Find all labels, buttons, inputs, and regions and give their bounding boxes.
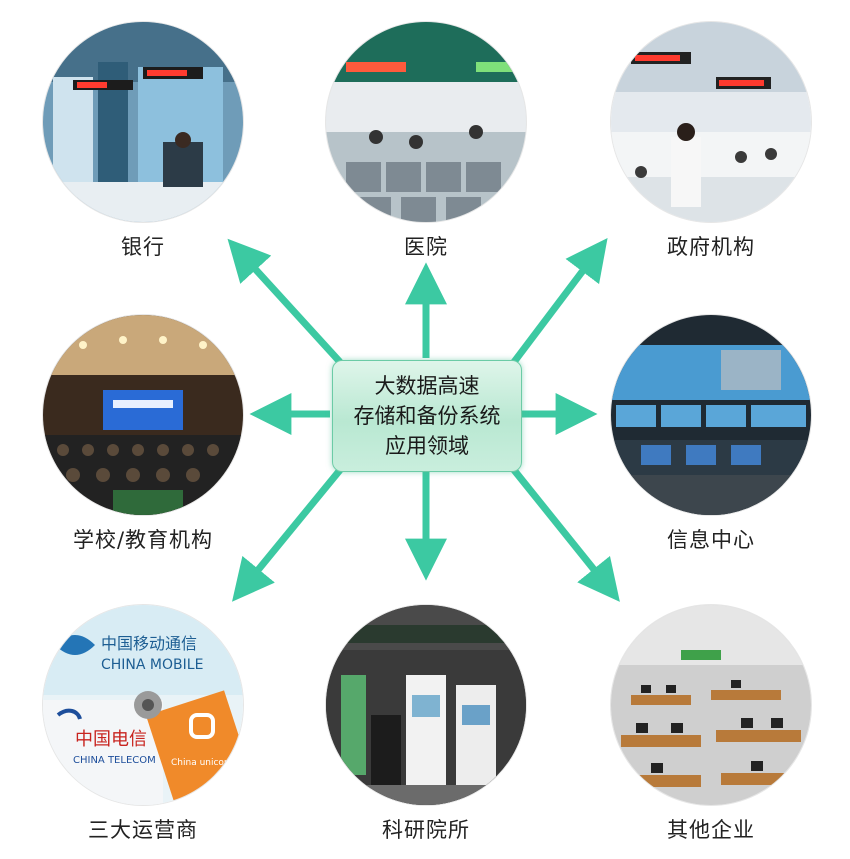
node-label-government: 政府机构 <box>667 235 755 259</box>
center-line-3: 应用领域 <box>385 434 469 458</box>
telecom-logos-photo: 中国移动通信 CHINA MOBILE 中国电信 CHINA TELECOM C… <box>43 605 243 805</box>
node-info-center: 信息中心 <box>611 315 811 554</box>
arrow-to-enterprise <box>511 467 620 602</box>
arrow-to-bank <box>227 238 343 365</box>
node-hospital: 医院 <box>326 22 526 261</box>
node-label-info-center: 信息中心 <box>667 528 755 552</box>
center-line-2: 存储和备份系统 <box>353 404 501 428</box>
center-box: 大数据高速 存储和备份系统 应用领域 <box>332 360 522 472</box>
node-enterprise: 其他企业 <box>611 605 811 844</box>
node-school: 学校/教育机构 <box>43 315 243 554</box>
node-label-school: 学校/教育机构 <box>72 528 214 552</box>
node-label-bank: 银行 <box>121 235 165 259</box>
hospital-hall-photo <box>326 22 526 222</box>
arrow-to-telecom <box>232 467 343 602</box>
node-research: 科研院所 <box>326 605 526 844</box>
node-label-enterprise: 其他企业 <box>667 818 755 842</box>
node-bank: 银行 <box>43 22 243 261</box>
open-office-photo <box>611 605 811 805</box>
node-telecom: 中国移动通信 CHINA MOBILE 中国电信 CHINA TELECOM C… <box>43 605 243 844</box>
arrow-to-government <box>511 237 608 365</box>
telecom-logo-text: 中国电信 <box>75 729 147 750</box>
government-service-hall-photo <box>611 22 811 222</box>
bank-counter-photo <box>43 22 243 222</box>
node-label-research: 科研院所 <box>382 818 470 842</box>
node-label-hospital: 医院 <box>404 235 448 259</box>
telecom-logo-text-en: CHINA TELECOM <box>73 755 156 766</box>
mobile-logo-text: 中国移动通信 <box>101 634 197 653</box>
center-line-1: 大数据高速 <box>374 374 480 398</box>
monitoring-center-photo <box>611 315 811 515</box>
unicom-logo-text: China unicom中国联通 <box>171 756 243 768</box>
mobile-logo-text-en: CHINA MOBILE <box>101 657 203 673</box>
research-exhibition-photo <box>326 605 526 805</box>
node-government: 政府机构 <box>611 22 811 261</box>
conference-hall-photo <box>43 315 243 515</box>
node-label-telecom: 三大运营商 <box>88 818 198 842</box>
